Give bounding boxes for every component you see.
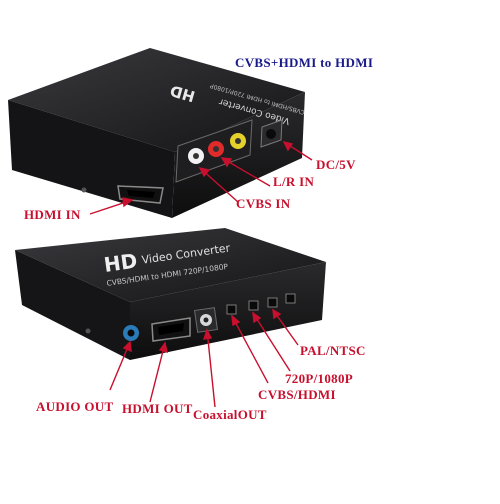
header-title: CVBS+HDMI to HDMI bbox=[235, 55, 374, 70]
lower-device: HD Video Converter CVBS/HDMI to HDMI 720… bbox=[15, 228, 326, 360]
coaxial-out-jack bbox=[194, 307, 218, 333]
switch-buttons bbox=[226, 293, 296, 315]
upper-device-top bbox=[8, 48, 305, 152]
lower-device-side bbox=[15, 250, 130, 360]
upper-device: HD Video Converter CVBS/HDMI to HDMI 720… bbox=[8, 48, 306, 218]
hdmi-out-port bbox=[151, 317, 191, 342]
callout-resolution: 720P/1080P bbox=[285, 371, 353, 386]
dc-jack bbox=[260, 119, 283, 148]
rca-panel bbox=[175, 119, 253, 183]
lower-device-top bbox=[15, 228, 326, 302]
callout-arrows bbox=[89, 140, 313, 408]
callout-cvbs-in: CVBS IN bbox=[236, 196, 291, 211]
callout-dc: DC/5V bbox=[316, 157, 356, 172]
cvbs-hdmi-button bbox=[226, 304, 237, 315]
lower-screw bbox=[85, 328, 91, 334]
callout-hdmi-out: HDMI OUT bbox=[122, 401, 193, 416]
lower-logo: HD bbox=[102, 249, 138, 277]
upper-screw bbox=[81, 187, 87, 193]
pal-ntsc-button bbox=[267, 297, 278, 308]
resolution-button bbox=[248, 300, 259, 311]
callout-hdmi-in: HDMI IN bbox=[24, 207, 81, 222]
extra-button bbox=[285, 293, 296, 304]
callout-lr-in: L/R IN bbox=[273, 174, 315, 189]
callout-cvbs-hdmi: CVBS/HDMI bbox=[258, 387, 336, 402]
callout-pal-ntsc: PAL/NTSC bbox=[300, 343, 366, 358]
audio-out-jack bbox=[123, 325, 139, 341]
callout-audio-out: AUDIO OUT bbox=[36, 399, 114, 414]
callout-coaxial-out: CoaxialOUT bbox=[193, 407, 267, 422]
